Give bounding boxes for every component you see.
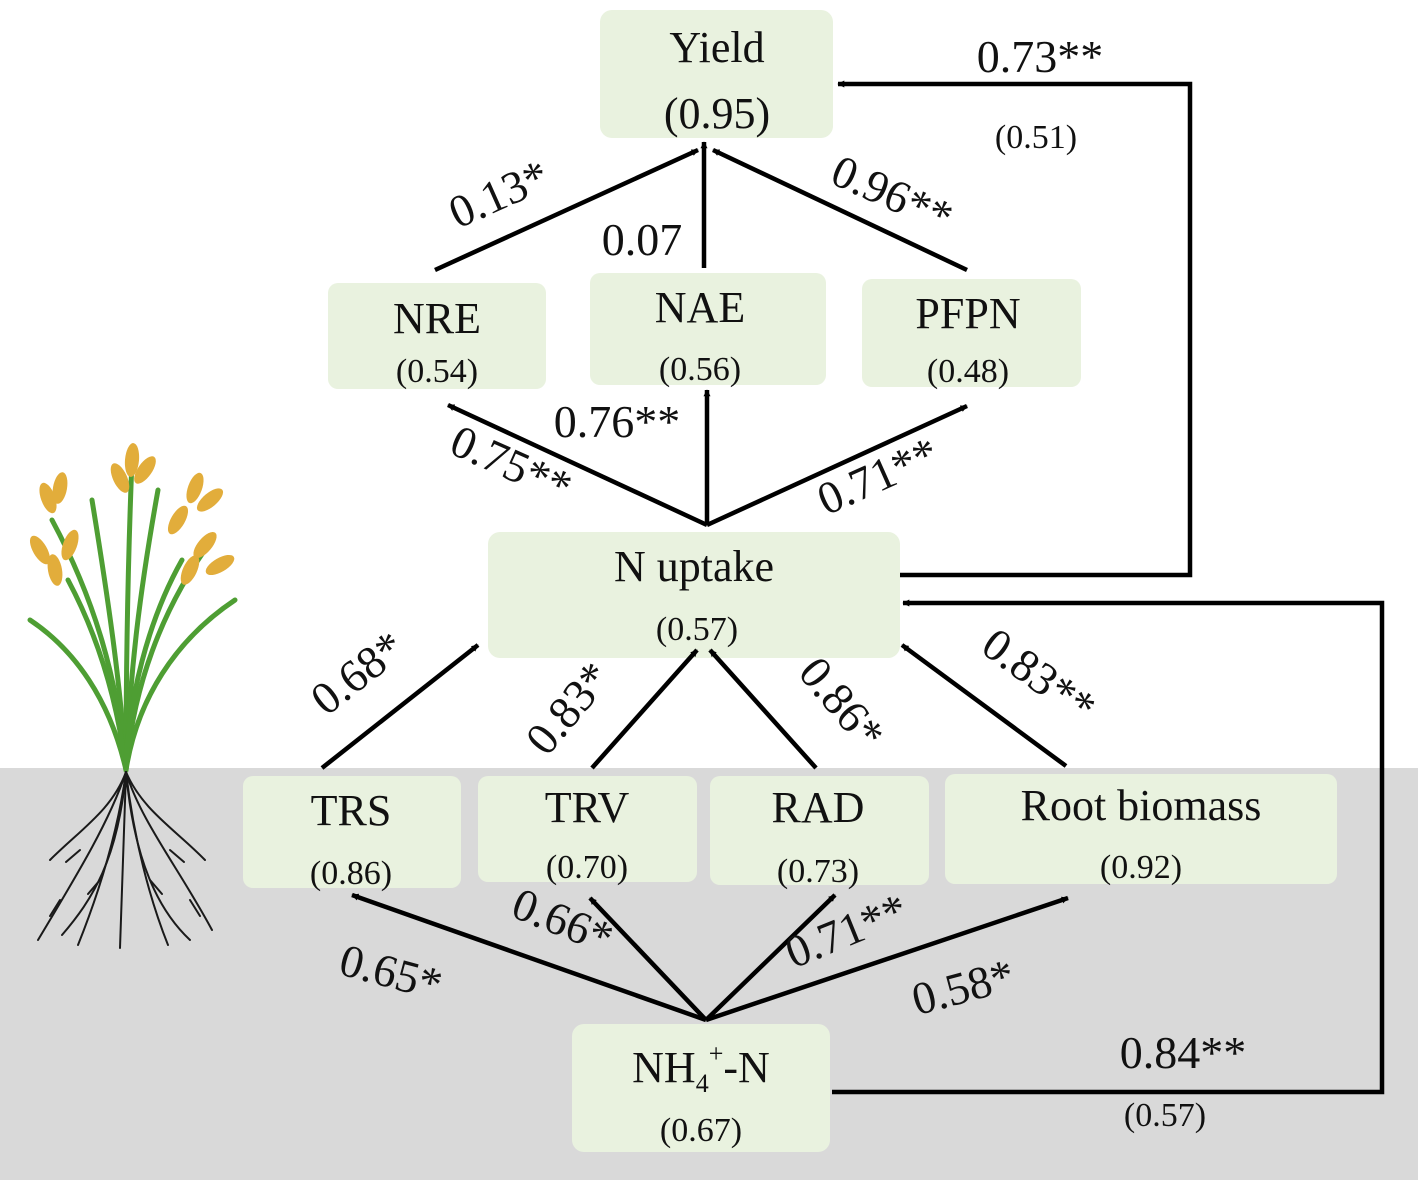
node-nh4-name-sup: + bbox=[709, 1039, 724, 1068]
node-rad-name: RAD bbox=[772, 783, 865, 832]
coef-uptake-yield: 0.73** bbox=[977, 31, 1104, 82]
node-nh4-name-sub: 4 bbox=[696, 1069, 709, 1098]
node-rad-r2: (0.73) bbox=[777, 853, 859, 890]
arrow-uptake-yield bbox=[837, 80, 1193, 578]
coef-nh4-uptake-r2: (0.57) bbox=[1124, 1097, 1206, 1134]
node-labels: Yield (0.95) NRE (0.54) NAE (0.56) PFPN … bbox=[310, 23, 1261, 1149]
coef-biomass-uptake: 0.83** bbox=[973, 618, 1105, 734]
node-yield-name: Yield bbox=[669, 23, 764, 72]
coef-uptake-yield-r2: (0.51) bbox=[995, 119, 1077, 156]
node-yield-box bbox=[600, 10, 833, 138]
node-yield-r2: (0.95) bbox=[664, 89, 770, 138]
node-rad-box bbox=[710, 776, 929, 885]
node-trv-name: TRV bbox=[545, 783, 630, 832]
node-boxes bbox=[243, 10, 1337, 1152]
node-root-biomass-r2: (0.92) bbox=[1100, 849, 1182, 886]
coef-nh4-uptake: 0.84** bbox=[1120, 1027, 1247, 1078]
coef-rad-uptake: 0.86* bbox=[789, 647, 895, 759]
node-n-uptake-r2: (0.57) bbox=[656, 611, 738, 648]
node-nae-name: NAE bbox=[655, 283, 745, 332]
node-nh4-box bbox=[572, 1024, 830, 1152]
coef-pfpn-yield: 0.96** bbox=[824, 145, 960, 243]
arrow-biomass-uptake bbox=[900, 643, 1068, 768]
coef-uptake-nae: 0.76** bbox=[554, 396, 681, 447]
node-trv-box bbox=[478, 776, 697, 882]
node-nae-r2: (0.56) bbox=[659, 351, 741, 388]
arrow-nh4-rad bbox=[704, 893, 837, 1022]
arrow-trs-uptake bbox=[320, 643, 480, 770]
arrow-nh4-uptake bbox=[832, 599, 1385, 1095]
node-root-biomass-name: Root biomass bbox=[1021, 781, 1262, 830]
node-nre-r2: (0.54) bbox=[396, 353, 478, 390]
arrow-nh4-biomass bbox=[705, 895, 1069, 1023]
coef-uptake-pfpn: 0.71** bbox=[810, 427, 946, 525]
rice-leaves bbox=[27, 457, 238, 773]
node-nre-name: NRE bbox=[393, 294, 481, 343]
node-pfpn-r2: (0.48) bbox=[927, 353, 1009, 390]
rice-grains bbox=[29, 443, 235, 586]
arrow-nh4-trs bbox=[351, 892, 707, 1023]
node-trs-box bbox=[243, 776, 461, 888]
arrow-rad-uptake bbox=[708, 648, 818, 770]
node-pfpn-name: PFPN bbox=[915, 289, 1020, 338]
rice-roots bbox=[37, 771, 213, 949]
coef-trv-uptake: 0.83* bbox=[515, 652, 621, 764]
arrow-trv-uptake bbox=[590, 648, 699, 770]
node-nh4-name: NH4+-N bbox=[632, 1039, 770, 1098]
rice-plant-icon bbox=[27, 443, 238, 949]
node-n-uptake-box bbox=[488, 532, 900, 658]
node-nh4-r2: (0.67) bbox=[660, 1112, 742, 1149]
node-trs-name: TRS bbox=[311, 786, 392, 835]
arrow-uptake-nre bbox=[447, 402, 708, 528]
node-nre-box bbox=[328, 283, 546, 389]
node-nh4-name-main: NH bbox=[632, 1043, 696, 1092]
node-trv-r2: (0.70) bbox=[546, 849, 628, 886]
arrow-pfpn-yield bbox=[712, 147, 968, 273]
coef-nae-yield: 0.07 bbox=[602, 214, 683, 265]
node-n-uptake-name: N uptake bbox=[614, 542, 774, 591]
node-trs-r2: (0.86) bbox=[310, 855, 392, 892]
node-root-biomass-box bbox=[945, 774, 1337, 884]
arrow-nre-yield bbox=[434, 147, 699, 273]
path-arrows bbox=[320, 80, 1385, 1095]
node-nae-box bbox=[590, 273, 826, 385]
arrow-nh4-trv bbox=[588, 896, 708, 1022]
arrow-uptake-pfpn bbox=[706, 403, 968, 528]
node-pfpn-box bbox=[862, 279, 1081, 387]
node-nh4-name-tail: -N bbox=[723, 1043, 769, 1092]
